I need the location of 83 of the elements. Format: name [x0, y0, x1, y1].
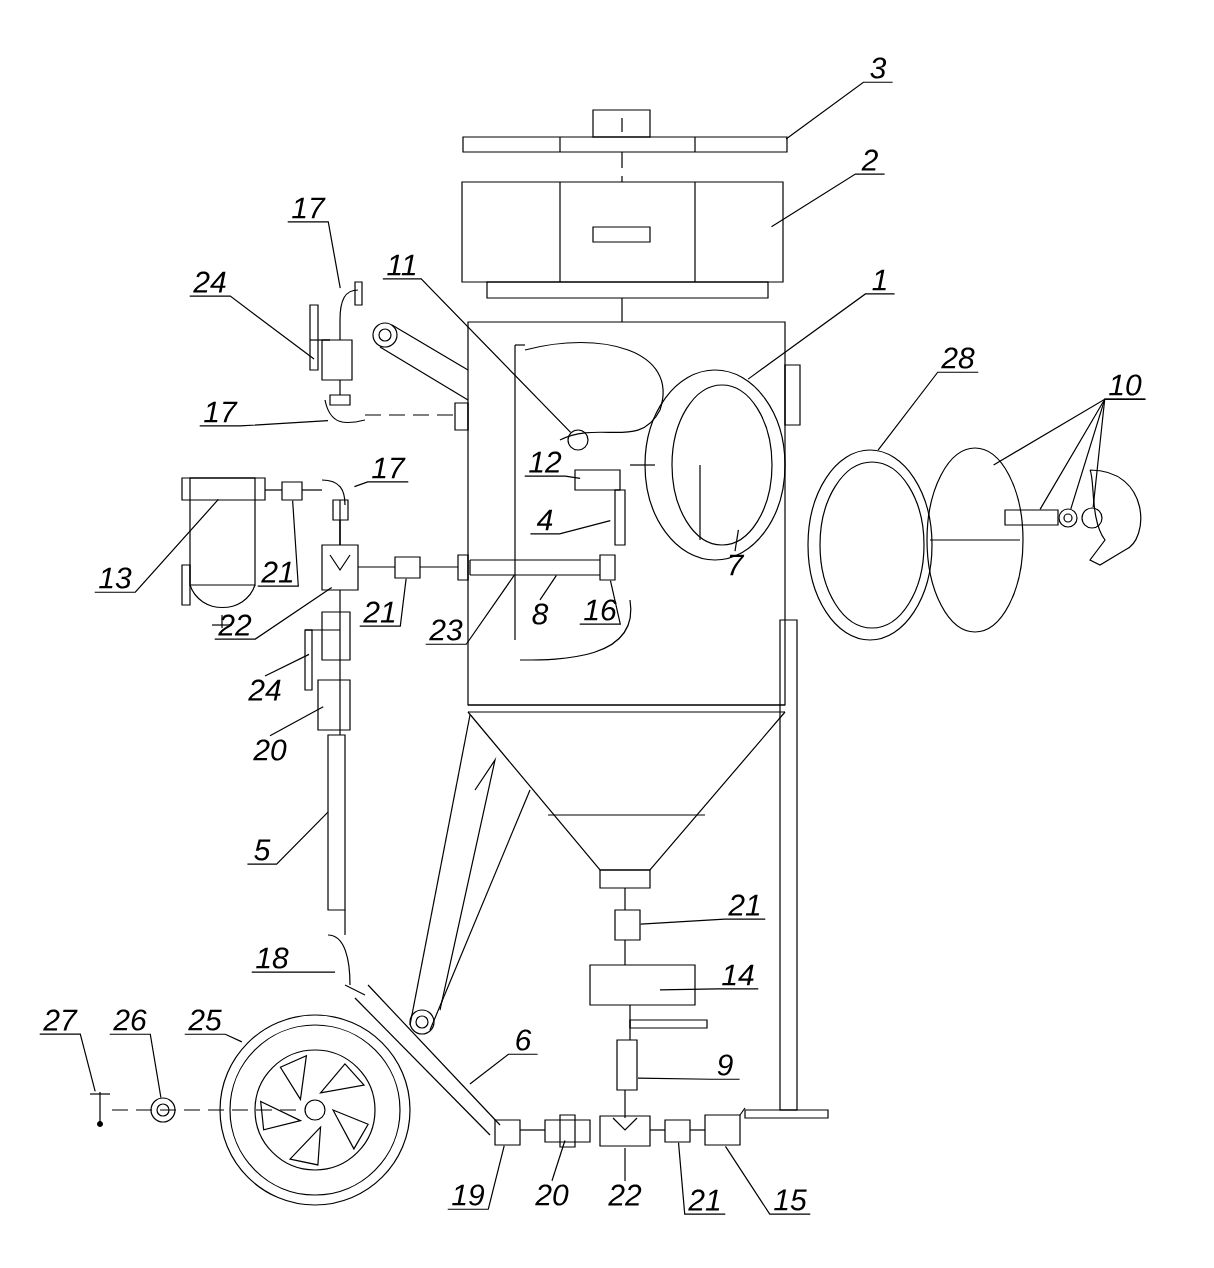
leader-line	[257, 500, 299, 587]
callout-number: 13	[99, 567, 132, 589]
callout-number: 21	[728, 894, 760, 916]
pipe-fitting	[599, 554, 616, 581]
leader-line	[447, 1145, 505, 1210]
callout-number: 21	[688, 1189, 720, 1211]
leader-line	[214, 587, 333, 640]
pipe-fitting	[494, 1119, 521, 1146]
leader-line	[551, 1139, 566, 1182]
callout-number: 15	[774, 1189, 807, 1211]
leader-line	[199, 420, 329, 427]
leader-line	[382, 278, 572, 434]
callout-number: 19	[452, 1184, 485, 1206]
callout-number: 8	[532, 603, 549, 625]
callout-number: 6	[516, 1029, 532, 1051]
callout-number: 5	[254, 839, 271, 861]
callout-number: 26	[113, 1009, 147, 1031]
callout-number: 9	[717, 1054, 733, 1076]
callout-number: 24	[248, 679, 281, 701]
leader-line	[246, 811, 329, 865]
callout-number: 22	[218, 614, 252, 636]
pipe-fitting	[281, 481, 303, 501]
pipe-fitting	[394, 556, 421, 579]
leader-line	[637, 1077, 741, 1080]
leader-line	[659, 988, 759, 991]
leader-line	[539, 574, 558, 601]
leader-line	[724, 1145, 811, 1215]
leader-line	[785, 81, 894, 140]
callout-number: 28	[941, 347, 975, 369]
callout-number: 27	[43, 1009, 78, 1031]
leader-line	[425, 574, 515, 645]
leader-line	[39, 1033, 96, 1092]
callout-number: 10	[1109, 374, 1142, 396]
callout-number: 18	[256, 947, 289, 969]
leader-line	[109, 1033, 162, 1099]
leader-line	[359, 578, 407, 627]
washer	[1058, 508, 1078, 528]
callout-number: 17	[372, 457, 406, 479]
callout-number: 20	[253, 739, 287, 761]
leader-line	[269, 706, 324, 737]
leader-line	[770, 173, 886, 228]
leader-line	[524, 475, 581, 480]
leader-line	[469, 1053, 539, 1085]
callout-number: 20	[535, 1184, 569, 1206]
pivot-circle	[567, 429, 589, 451]
leader-line	[1092, 398, 1146, 509]
leader-line	[529, 519, 611, 535]
callout-number: 25	[188, 1009, 222, 1031]
callout-number: 24	[193, 271, 226, 293]
leader-line	[734, 529, 739, 552]
leader-line	[189, 295, 315, 360]
leader-line	[747, 293, 896, 380]
callout-number: 11	[387, 254, 416, 276]
leader-line	[640, 918, 766, 925]
pipe-fitting	[664, 1119, 691, 1143]
nut	[1081, 507, 1103, 529]
leader-line	[877, 371, 979, 451]
callout-number: 16	[584, 599, 617, 621]
callout-number: 4	[536, 509, 553, 531]
callout-number: 17	[204, 401, 238, 423]
leader-line	[287, 221, 341, 289]
callout-number: 17	[292, 197, 326, 219]
callout-number: 12	[529, 451, 562, 473]
callout-number: 14	[722, 964, 754, 986]
washer	[150, 1097, 176, 1123]
callout-number: 23	[429, 619, 463, 641]
callout-number: 21	[363, 601, 395, 623]
leader-line	[184, 1033, 243, 1043]
pin	[90, 1092, 110, 1127]
leader-line	[251, 971, 336, 973]
pipe-fitting	[614, 909, 641, 941]
callout-number: 3	[870, 57, 887, 79]
callout-number: 7	[729, 554, 745, 576]
leader-line	[624, 1147, 626, 1182]
callout-number: 22	[608, 1184, 642, 1206]
leader-line	[579, 580, 622, 625]
callout-number: 21	[261, 561, 293, 583]
leader-line	[353, 481, 409, 488]
callout-number: 1	[872, 269, 886, 291]
leader-line	[677, 1142, 726, 1215]
leader-line	[264, 653, 310, 677]
callout-number: 2	[861, 149, 878, 171]
leader-line	[94, 498, 219, 593]
